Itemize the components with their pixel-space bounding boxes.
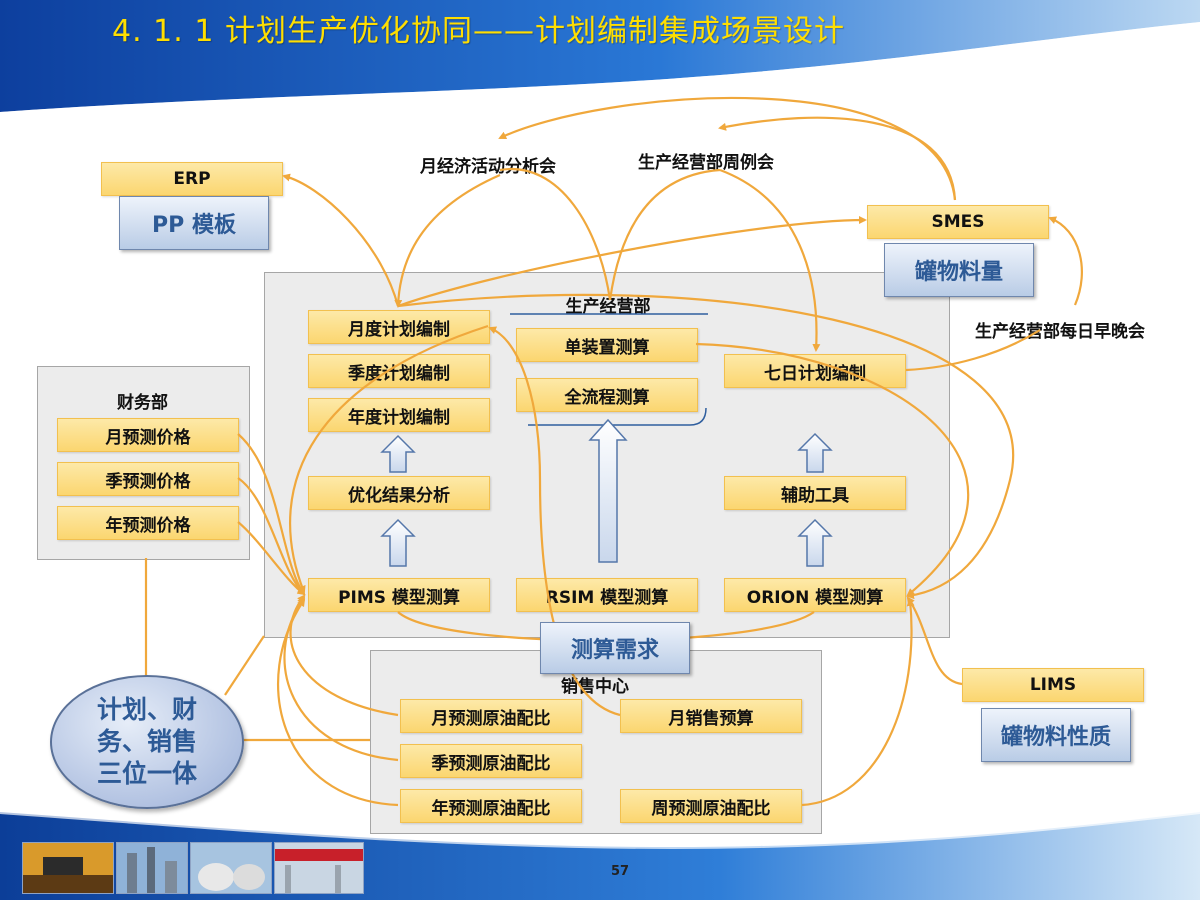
- pp-template-box: PP 模板: [119, 196, 269, 250]
- curve-single-unit-up-monthly: [499, 167, 612, 301]
- up-arrow-pims-to-optimization: [380, 518, 416, 567]
- curve-plan-to-orion: [397, 293, 1014, 600]
- page-number: 57: [610, 864, 630, 879]
- orion-calc-box: ORION 模型测算: [724, 578, 906, 612]
- rsim-calc-box: RSIM 模型测算: [516, 578, 698, 612]
- curve-budget-to-monthly-plan: [488, 326, 621, 717]
- production-dept-title: 生产经营部: [565, 297, 651, 317]
- curve-weekly-crude-to-orion: [801, 598, 915, 807]
- quarterly-crude-blend-box: 季预测原油配比: [400, 744, 582, 778]
- monthly-sales-budget-box: 月销售预算: [620, 699, 802, 733]
- annual-plan-box: 年度计划编制: [308, 398, 490, 432]
- monthly-price-box: 月预测价格: [57, 418, 239, 452]
- monthly-plan-box: 月度计划编制: [308, 310, 490, 344]
- curve-plan-loop-to-pims: [289, 324, 489, 594]
- curve-single-unit-up-weekly: [608, 168, 721, 301]
- up-arrow-rsim-to-full-process: [588, 418, 628, 563]
- monthly-meeting-label: 月经济活动分析会: [420, 157, 556, 177]
- curve-quarterly-price-to-pims: [237, 477, 306, 596]
- full-process-calc-box: 全流程测算: [516, 378, 698, 412]
- curve-weekly-meeting-to-seven-day: [719, 168, 821, 352]
- curve-monthly-meeting-to-plan: [394, 173, 501, 308]
- line-integration-to-production: [224, 635, 265, 696]
- lims-box: LIMS: [962, 668, 1144, 702]
- tank-quality-box: 罐物料性质: [981, 708, 1131, 762]
- curve-monthly-crude-to-pims: [289, 594, 399, 717]
- slide-title: 4. 1. 1 计划生产优化协同——计划编制集成场景设计: [112, 14, 845, 49]
- footer-photo-2: [116, 842, 188, 894]
- erp-box: ERP: [101, 162, 283, 196]
- up-arrow-orion-to-aux: [797, 518, 833, 567]
- tank-material-box: 罐物料量: [884, 243, 1034, 297]
- curve-lims-to-orion: [906, 596, 963, 686]
- annual-crude-blend-box: 年预测原油配比: [400, 789, 582, 823]
- integration-label: 计划、财务、销售三位一体: [96, 695, 197, 788]
- curve-daily-meeting-to-smes: [1048, 216, 1083, 306]
- annual-price-box: 年预测价格: [57, 506, 239, 540]
- curve-top-left-to-monthly-meeting: [498, 96, 957, 201]
- curve-quarterly-crude-to-pims: [283, 596, 399, 762]
- footer-photo-3: [190, 842, 272, 894]
- single-unit-calc-box: 单装置测算: [516, 328, 698, 362]
- finance-dept-title: 财务部: [117, 393, 168, 413]
- monthly-crude-blend-box: 月预测原油配比: [400, 699, 582, 733]
- seven-day-plan-box: 七日计划编制: [724, 354, 906, 388]
- optimization-analysis-box: 优化结果分析: [308, 476, 490, 510]
- curve-seven-day-to-daily-meeting: [905, 329, 1041, 372]
- quarterly-plan-box: 季度计划编制: [308, 354, 490, 388]
- footer-photo-4: [274, 842, 364, 894]
- integration-ellipse: 计划、财务、销售三位一体: [50, 675, 244, 809]
- curve-top-right-to-weekly-meeting: [718, 116, 957, 201]
- curve-plan-to-erp: [282, 173, 400, 307]
- aux-tools-box: 辅助工具: [724, 476, 906, 510]
- curve-monthly-price-to-pims: [237, 433, 306, 596]
- curve-single-unit-to-orion: [695, 342, 970, 597]
- smes-box: SMES: [867, 205, 1049, 239]
- calc-demand-box: 测算需求: [540, 622, 690, 674]
- curve-annual-crude-to-pims: [276, 598, 399, 807]
- footer-photo-1: [22, 842, 114, 894]
- weekly-crude-blend-box: 周预测原油配比: [620, 789, 802, 823]
- pims-calc-box: PIMS 模型测算: [308, 578, 490, 612]
- up-arrow-aux-to-seven-day: [797, 432, 833, 473]
- daily-meeting-label: 生产经营部每日早晚会: [975, 322, 1145, 342]
- curve-plan-to-smes: [397, 216, 867, 308]
- weekly-meeting-label: 生产经营部周例会: [638, 153, 774, 173]
- up-arrow-optimization-to-annual: [380, 434, 416, 473]
- quarterly-price-box: 季预测价格: [57, 462, 239, 496]
